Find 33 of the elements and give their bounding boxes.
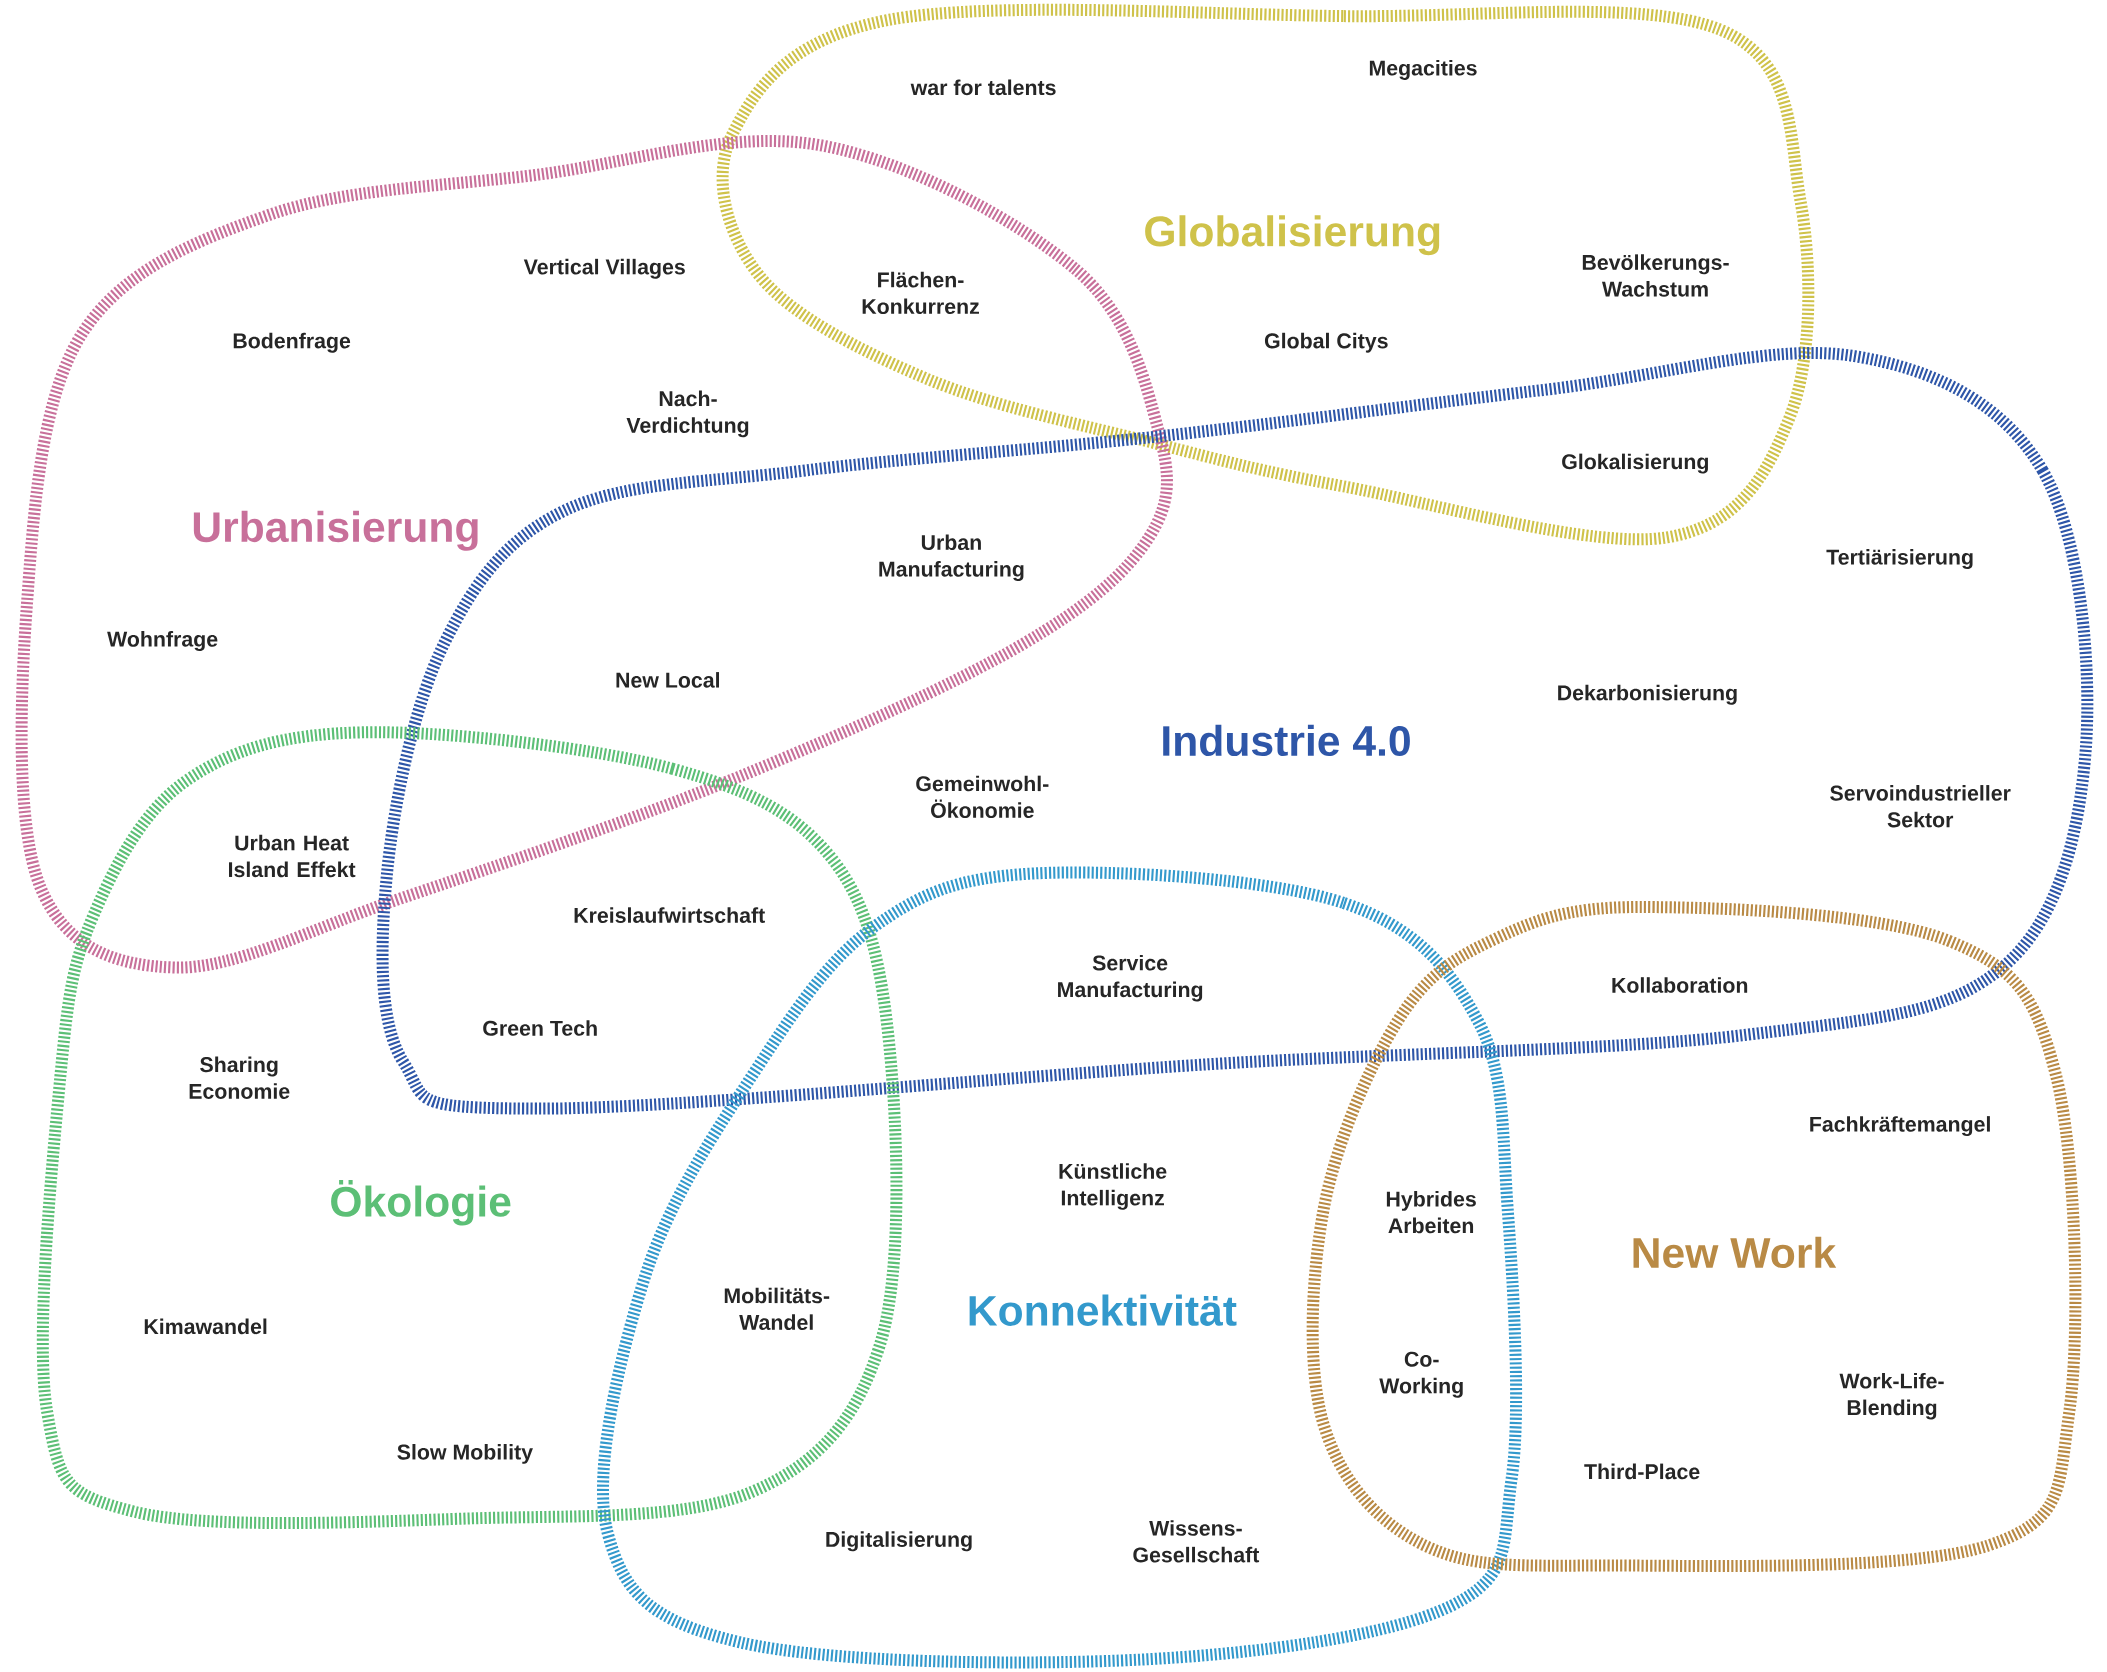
term-label: Work-Life- Blending	[1839, 1372, 1944, 1420]
term-label: Hybrides Arbeiten	[1386, 1190, 1476, 1234]
term-label: war for talents	[910, 79, 1056, 96]
term-label: Bodenfrage	[233, 332, 351, 353]
term-label: Flächen- Konkurrenz	[862, 271, 979, 315]
term-label: Wissens- Gesellschaft	[1133, 1520, 1260, 1563]
term-label: Third-Place	[1584, 1463, 1700, 1480]
term-label: Kollaboration	[1612, 977, 1748, 993]
term-label: New Local	[616, 672, 720, 688]
term-label: Nach- Verdichtung	[626, 390, 749, 438]
term-label: Global Citys	[1264, 332, 1388, 353]
term-label: Dekarbonisierung	[1558, 684, 1737, 705]
term-label: Vertical Villages	[523, 258, 685, 279]
term-label: Green Tech	[483, 1020, 597, 1036]
term-label: Glokalisierung	[1562, 453, 1708, 474]
term-label: Co- Working	[1379, 1351, 1463, 1398]
term-label: Digitalisierung	[826, 1531, 972, 1552]
term-label: Wohnfrage	[107, 631, 218, 651]
term-label: Kreislaufwirtschaft	[574, 907, 765, 923]
term-label: Gemeinwohl- Ökonomie	[916, 775, 1049, 818]
term-label: Urban Manufacturing	[879, 534, 1024, 582]
term-label: Sharing Economie	[189, 1056, 290, 1099]
term-label: Urban Heat Island Effekt	[229, 834, 356, 878]
term-label: Künstliche Intelligenz	[1059, 1163, 1167, 1210]
term-label: Mobilitäts- Wandel	[724, 1287, 830, 1330]
term-label: Tertiärisierung	[1826, 549, 1973, 569]
term-label: Service Manufacturing	[1058, 954, 1203, 1002]
term-label: Slow Mobility	[397, 1444, 533, 1464]
term-label: Fachkräftemangel	[1810, 1116, 1990, 1137]
term-label: Bevölkerungs- Wachstum	[1582, 254, 1729, 297]
term-label: Servoindustrieller Sektor	[1830, 785, 2011, 828]
term-label: Megacities	[1369, 59, 1477, 80]
term-label: Kimawandel	[144, 1318, 267, 1335]
